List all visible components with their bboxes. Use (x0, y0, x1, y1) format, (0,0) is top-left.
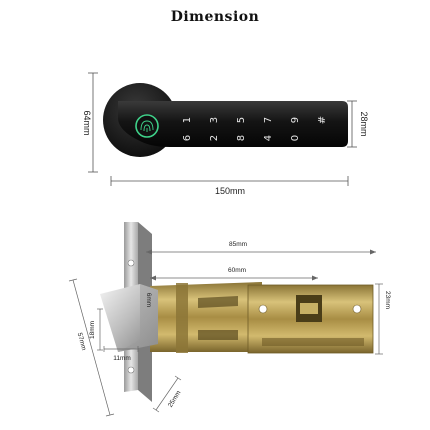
dim-height-64 (88, 72, 98, 173)
latch-assembly: 6mm (100, 222, 374, 402)
dim-label-85: 85mm (229, 241, 247, 248)
keypad-key: 2 (209, 135, 220, 141)
dim-plate-25 (152, 375, 182, 413)
dim-bolt-11 (103, 346, 139, 352)
lever-handle (118, 101, 348, 147)
dim-label-23: 23mm (384, 291, 391, 309)
dim-height-28 (347, 100, 357, 148)
dim-length-85 (146, 249, 376, 255)
dim-length-60 (150, 275, 318, 281)
keypad-key: 8 (236, 135, 247, 141)
screw-hole-icon (127, 366, 135, 374)
keypad: 1 3 5 7 9 #6 2 8 4 0 (182, 116, 328, 141)
latch-tube (150, 282, 262, 352)
keypad-key: 3 (209, 117, 220, 123)
dim-label-64: 64mm (82, 110, 92, 135)
keypad-key: 0 (290, 135, 301, 141)
dim-height-23 (375, 283, 383, 355)
fingerprint-sensor-icon (135, 114, 159, 138)
keypad-key: 9 (290, 117, 301, 123)
keypad-key: 6 (182, 135, 193, 141)
dim-label-28: 28mm (359, 111, 369, 136)
dim-label-60: 60mm (228, 267, 246, 274)
handle-lock: 1 3 5 7 9 #6 2 8 4 0 (103, 83, 348, 157)
dim-label-57: 57mm (76, 332, 87, 351)
screw-hole-icon (127, 259, 135, 267)
page-title: Dimension (170, 9, 260, 25)
dim-bolt-18 (97, 308, 103, 351)
dim-label-25: 25mm (167, 390, 183, 409)
dim-height-57 (68, 278, 115, 417)
keypad-key: 5 (236, 117, 247, 123)
keypad-key: 7 (263, 117, 274, 123)
bolt-stamp: 6mm (145, 293, 152, 307)
dim-label-18: 18mm (89, 321, 96, 339)
keypad-key: 1 (182, 117, 193, 123)
keypad-key: # (317, 116, 328, 124)
dim-length-150 (110, 176, 349, 186)
dim-label-11: 11mm (113, 355, 131, 362)
dim-label-150: 150mm (215, 186, 245, 196)
keypad-key: 4 (263, 135, 274, 141)
